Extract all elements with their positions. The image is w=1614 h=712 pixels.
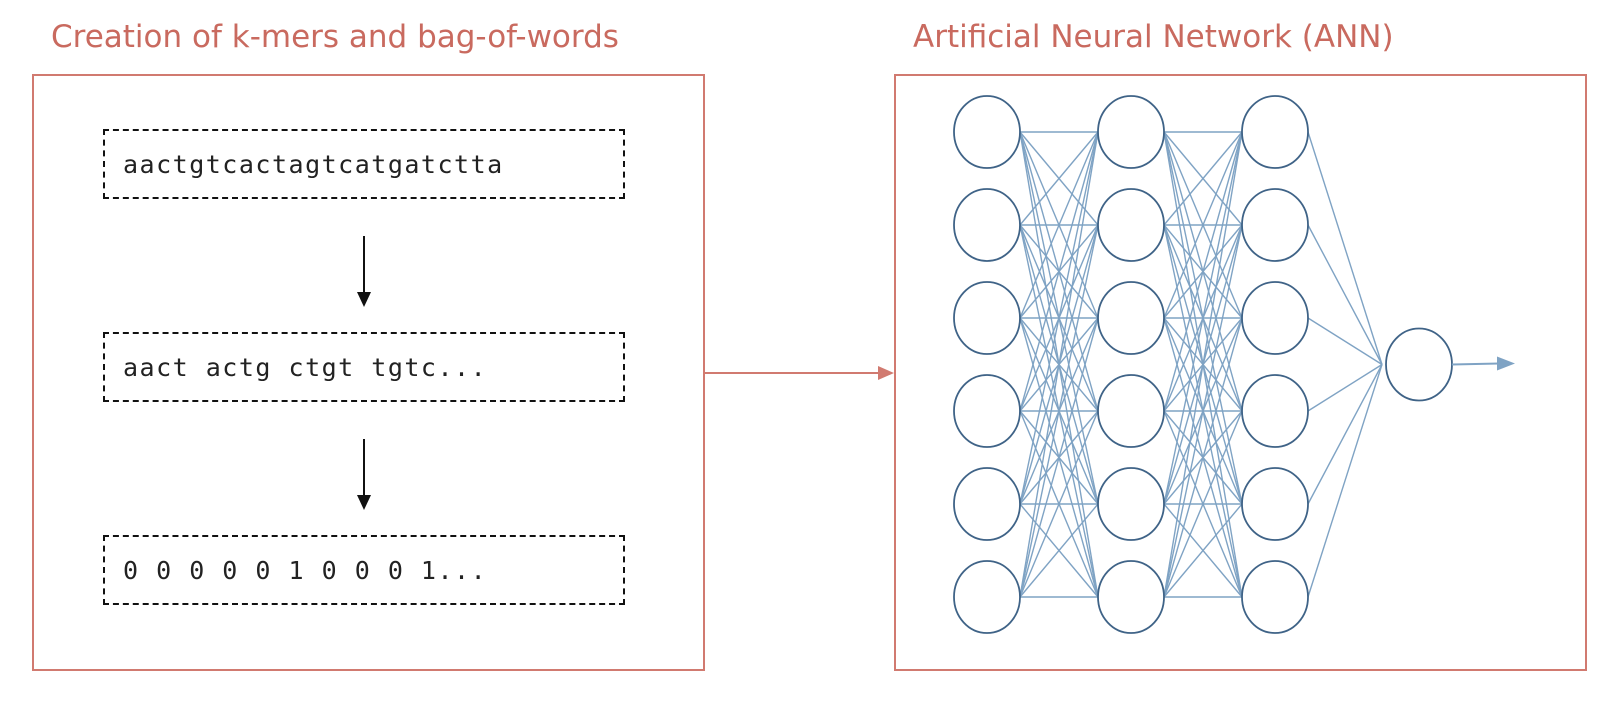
ann-section-title: Artificial Neural Network (ANN) <box>913 19 1394 55</box>
ann-output-node <box>1385 327 1453 402</box>
ann-node-l0-3 <box>953 374 1021 448</box>
bag-of-words-box: 0 0 0 0 0 1 0 0 0 1... <box>103 535 625 605</box>
ann-edge-l0-1-0 <box>1019 131 1099 226</box>
down-arrow-2 <box>357 439 371 510</box>
ann-edge-l0-5-1 <box>1019 224 1099 598</box>
ann-node-l0-2 <box>953 281 1021 355</box>
ann-edge-l1-5-1 <box>1163 224 1243 598</box>
ann-output-arrow <box>1451 356 1515 371</box>
ann-node-l0-1 <box>953 188 1021 262</box>
ann-edge-l0-5-2 <box>1019 317 1099 598</box>
ann-output-arrowhead <box>1497 356 1515 371</box>
ann-edge-l0-5-4 <box>1019 503 1099 598</box>
ann-node-l1-2 <box>1097 281 1165 355</box>
ann-edge-l1-5-3 <box>1163 410 1243 598</box>
kmer-box: aact actg ctgt tgtc... <box>103 332 625 402</box>
ann-edge-l2-3-0 <box>1307 363 1383 412</box>
ann-node-l1-1 <box>1097 188 1165 262</box>
ann-edge-l0-5-3 <box>1019 410 1099 598</box>
ann-edge-l0-3-0 <box>1019 131 1099 412</box>
ann-node-l1-3 <box>1097 374 1165 448</box>
ann-edge-l1-1-0 <box>1163 131 1243 226</box>
bag-of-words-text: 0 0 0 0 0 1 0 0 0 1... <box>123 555 488 585</box>
ann-node-l0-0 <box>953 95 1021 169</box>
ann-edge-l2-1-0 <box>1307 224 1383 365</box>
ann-edge-l2-4-0 <box>1307 364 1383 505</box>
kmer-text: aact actg ctgt tgtc... <box>123 352 488 382</box>
ann-edge-l2-2-0 <box>1307 317 1383 366</box>
ann-edge-l1-5-4 <box>1163 503 1243 598</box>
ann-node-l2-4 <box>1241 467 1309 541</box>
ann-edges <box>1019 131 1383 598</box>
ann-node-l2-2 <box>1241 281 1309 355</box>
ann-node-l0-4 <box>953 467 1021 541</box>
kmer-section-title: Creation of k-mers and bag-of-words <box>51 19 619 55</box>
ann-edge-l0-4-0 <box>1019 131 1099 505</box>
ann-node-l2-3 <box>1241 374 1309 448</box>
ann-edge-l0-2-0 <box>1019 131 1099 319</box>
ann-nodes <box>953 95 1453 634</box>
ann-edge-l2-0-0 <box>1307 131 1383 365</box>
ann-node-l1-4 <box>1097 467 1165 541</box>
ann-edge-l2-5-0 <box>1307 364 1383 598</box>
ann-edge-l1-5-2 <box>1163 317 1243 598</box>
down-arrow-1 <box>357 236 371 307</box>
dna-sequence-text: aactgtcactagtcatgatctta <box>123 149 504 179</box>
panel-connector-arrow <box>705 366 894 380</box>
ann-node-l2-0 <box>1241 95 1309 169</box>
ann-edge-l1-5-0 <box>1163 131 1243 598</box>
kmer-panel <box>32 74 705 671</box>
ann-node-l1-5 <box>1097 560 1165 634</box>
ann-edge-l1-3-0 <box>1163 131 1243 412</box>
dna-sequence-box: aactgtcactagtcatgatctta <box>103 129 625 199</box>
ann-node-l1-0 <box>1097 95 1165 169</box>
ann-edge-l0-5-0 <box>1019 131 1099 598</box>
ann-node-l2-5 <box>1241 560 1309 634</box>
ann-edge-l1-2-0 <box>1163 131 1243 319</box>
ann-node-l0-5 <box>953 560 1021 634</box>
ann-output-line <box>1451 362 1500 366</box>
ann-node-l2-1 <box>1241 188 1309 262</box>
ann-edge-l1-4-0 <box>1163 131 1243 505</box>
